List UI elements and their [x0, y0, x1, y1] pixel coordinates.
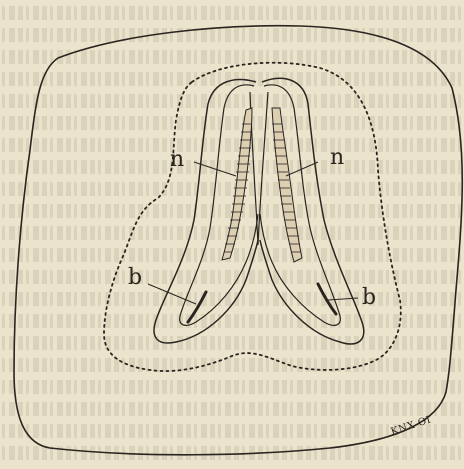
label-n-right: n: [330, 145, 344, 170]
central-split: [250, 92, 268, 245]
label-n-left: n: [170, 147, 184, 172]
left-striated-band: [222, 108, 252, 260]
label-b-left: b: [128, 265, 142, 290]
left-lobe-outer: [154, 80, 258, 343]
engraver-signature: KNX OI: [390, 415, 433, 438]
label-b-right: b: [362, 285, 376, 310]
leader-b-left: [148, 284, 196, 304]
outer-body-outline: [14, 26, 462, 455]
right-lobe-inner: [260, 85, 340, 326]
right-dark-mark: [318, 284, 336, 314]
